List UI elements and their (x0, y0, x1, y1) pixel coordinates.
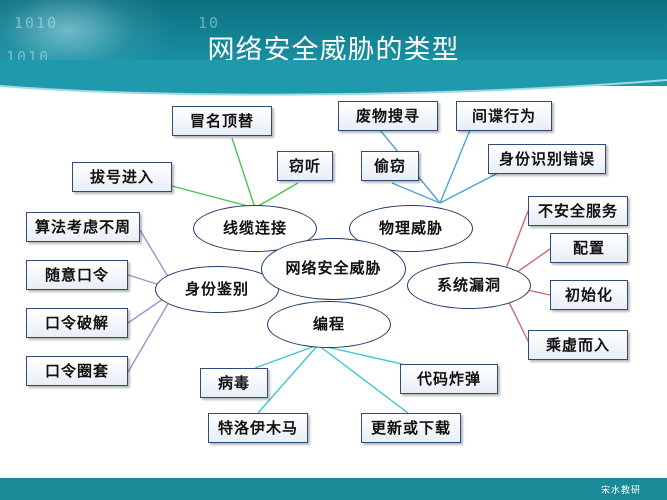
connector-line (254, 182, 299, 209)
footer-text: 宋水教研 (600, 486, 641, 496)
category-programming: 编程 (267, 301, 391, 348)
connector-line (439, 129, 471, 204)
leaf-virus: 病毒 (200, 368, 268, 398)
connector-line (439, 171, 501, 204)
category-identity-authentication: 身份鉴别 (155, 266, 279, 313)
connector-line (391, 182, 441, 204)
leaf-waste-search: 废物搜寻 (338, 101, 438, 131)
binary-decoration: 1010 (14, 14, 59, 32)
connector-line (257, 344, 319, 414)
connector-line (231, 137, 256, 209)
leaf-trojan-horse: 特洛伊木马 (208, 413, 308, 443)
connector-line (317, 344, 409, 414)
leaf-initialization: 初始化 (550, 280, 628, 310)
leaf-impersonation: 冒名顶替 (172, 106, 272, 136)
header-curve (0, 60, 667, 96)
leaf-update-or-download: 更新或下载 (361, 413, 461, 443)
slide-footer: 宋水教研 (0, 478, 667, 500)
leaf-identification-error: 身份识别错误 (488, 144, 606, 174)
connector-line (317, 344, 403, 365)
category-cable-connection: 线缆连接 (193, 205, 317, 252)
leaf-dial-in: 拔号进入 (72, 162, 172, 192)
category-physical-threat: 物理威胁 (349, 205, 473, 252)
connector-line (254, 344, 319, 369)
leaf-code-bomb: 代码炸弹 (400, 364, 498, 394)
binary-decoration: 10 (198, 14, 221, 32)
leaf-eavesdropping: 窃听 (277, 151, 333, 181)
leaf-espionage: 间谍行为 (456, 101, 552, 131)
leaf-algorithm-flaw: 算法考虑不周 (26, 212, 140, 242)
leaf-password-trap: 口令圈套 (26, 356, 128, 386)
leaf-insecure-service: 不安全服务 (528, 196, 628, 226)
leaf-password-cracking: 口令破解 (26, 308, 128, 338)
leaf-configuration: 配置 (550, 233, 628, 263)
category-system-vulnerability: 系统漏洞 (407, 262, 531, 309)
leaf-theft: 偷窃 (361, 151, 419, 181)
leaf-exploit: 乘虚而入 (528, 330, 628, 360)
center-node: 网络安全威胁 (261, 238, 406, 300)
connector-line (171, 185, 256, 209)
leaf-random-password: 随意口令 (26, 260, 128, 290)
